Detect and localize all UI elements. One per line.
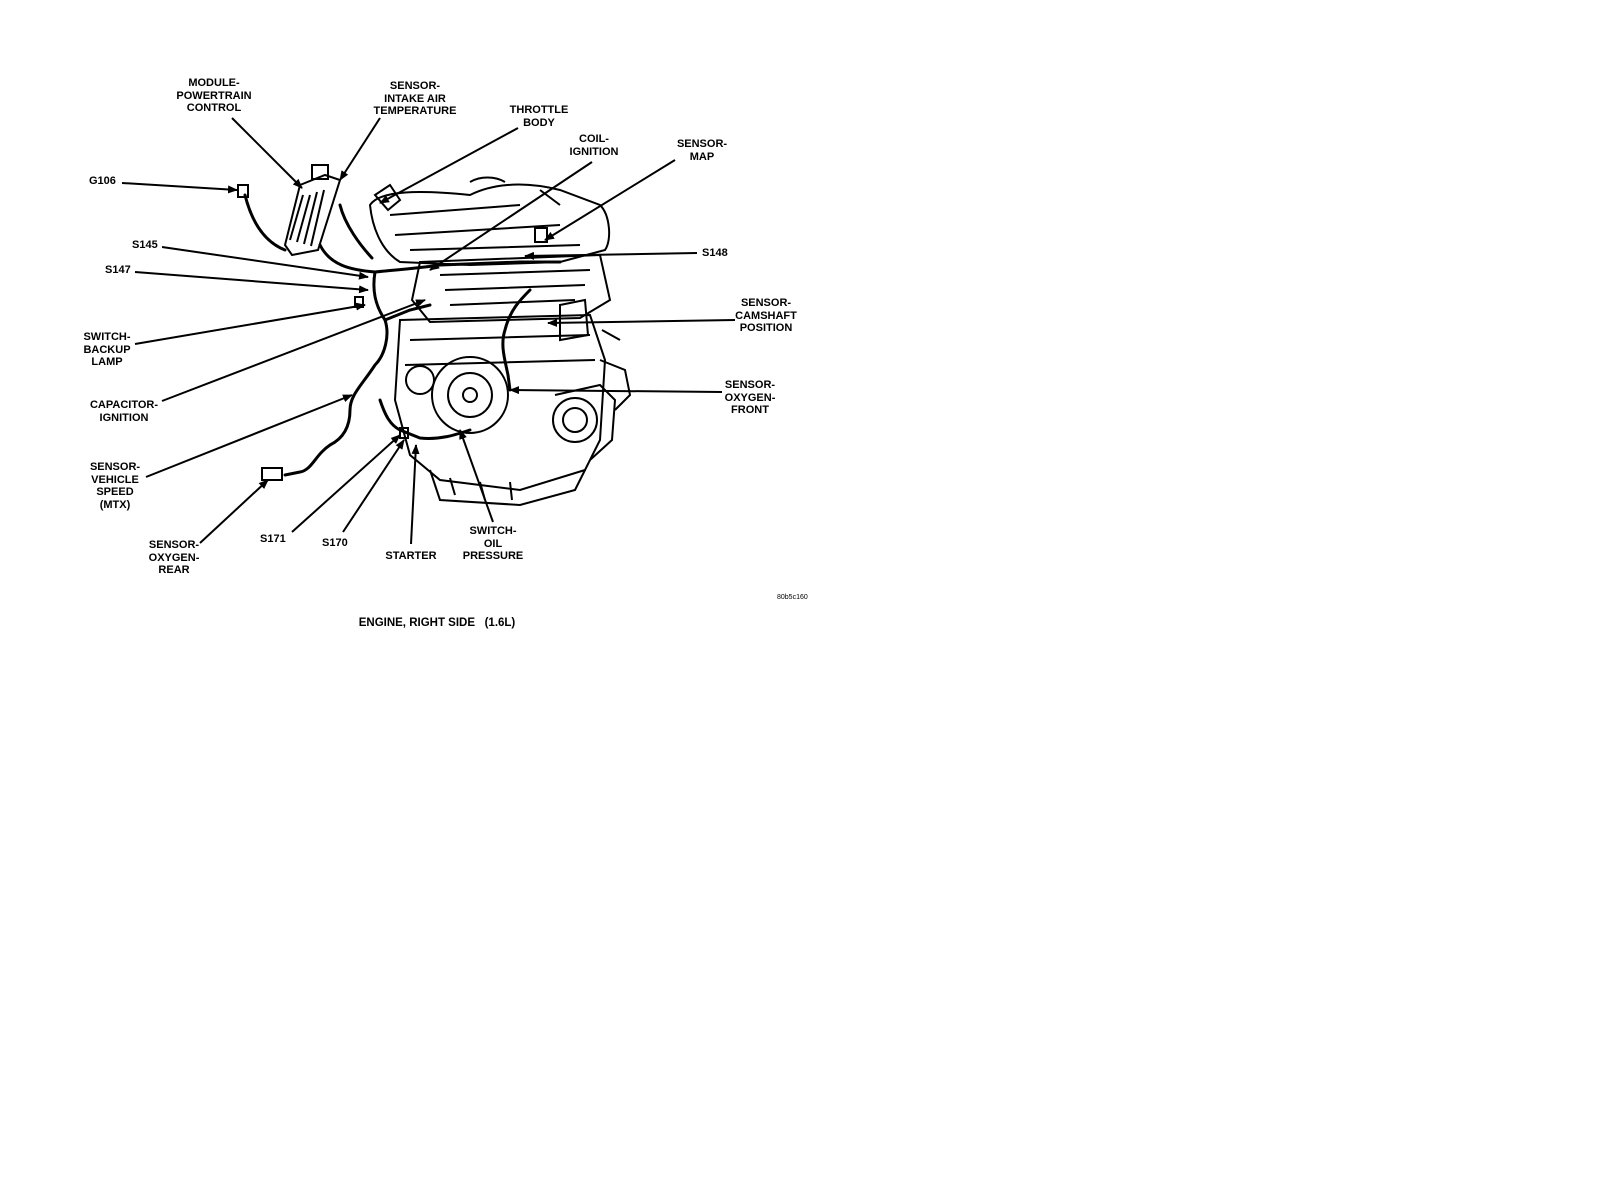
leader-camshaft [547,318,736,327]
label-sensor-intake-air-temperature: SENSOR- INTAKE AIR TEMPERATURE [373,80,457,117]
label-s147: S147 [105,264,131,276]
leader-o2front [509,386,723,395]
leader-backup [134,302,366,345]
leader-s147 [134,271,369,294]
leader-coil [429,161,593,271]
leader-o2rear [199,479,269,544]
label-g106: G106 [89,175,116,187]
figure-caption: ENGINE, RIGHT SIDE (1.6L) [358,617,516,629]
leader-oil [459,429,494,523]
label-s148: S148 [702,247,728,259]
leader-capacitor [161,299,426,402]
leader-s171 [291,434,401,533]
label-starter: STARTER [385,550,437,562]
leader-pcm [231,117,303,189]
label-sensor-camshaft-position: SENSOR- CAMSHAFT POSITION [735,297,797,334]
figure-id: 80b5c160 [777,594,808,601]
label-sensor-oxygen-rear: SENSOR- OXYGEN- REAR [148,539,200,576]
label-switch-backup-lamp: SWITCH- BACKUP LAMP [83,331,131,368]
wiring-harness [243,193,562,477]
engine-body [368,176,632,507]
label-sensor-vehicle-speed: SENSOR- VEHICLE SPEED (MTX) [89,461,141,511]
label-capacitor-ignition: CAPACITOR- IGNITION [89,399,159,424]
leader-s170 [342,439,405,533]
leader-map [544,159,676,241]
label-sensor-oxygen-front: SENSOR- OXYGEN- FRONT [724,379,776,416]
connectors [237,184,409,481]
leader-g106 [121,182,238,194]
leader-iat [339,117,381,181]
label-module-powertrain-control: MODULE- POWERTRAIN CONTROL [176,77,252,114]
label-s170: S170 [322,537,348,549]
label-s145: S145 [132,239,158,251]
leader-s145 [161,246,369,280]
leader-throttle [379,127,519,204]
leader-vss [145,394,353,478]
label-switch-oil-pressure: SWITCH- OIL PRESSURE [462,525,524,562]
leader-lines [121,117,736,545]
label-s171: S171 [260,533,286,545]
leader-s148 [524,251,698,260]
pcm-module [283,164,342,257]
leader-starter [410,444,420,545]
label-sensor-map: SENSOR- MAP [676,138,728,163]
label-throttle-body: THROTTLE BODY [509,104,569,129]
label-coil-ignition: COIL- IGNITION [569,133,619,158]
